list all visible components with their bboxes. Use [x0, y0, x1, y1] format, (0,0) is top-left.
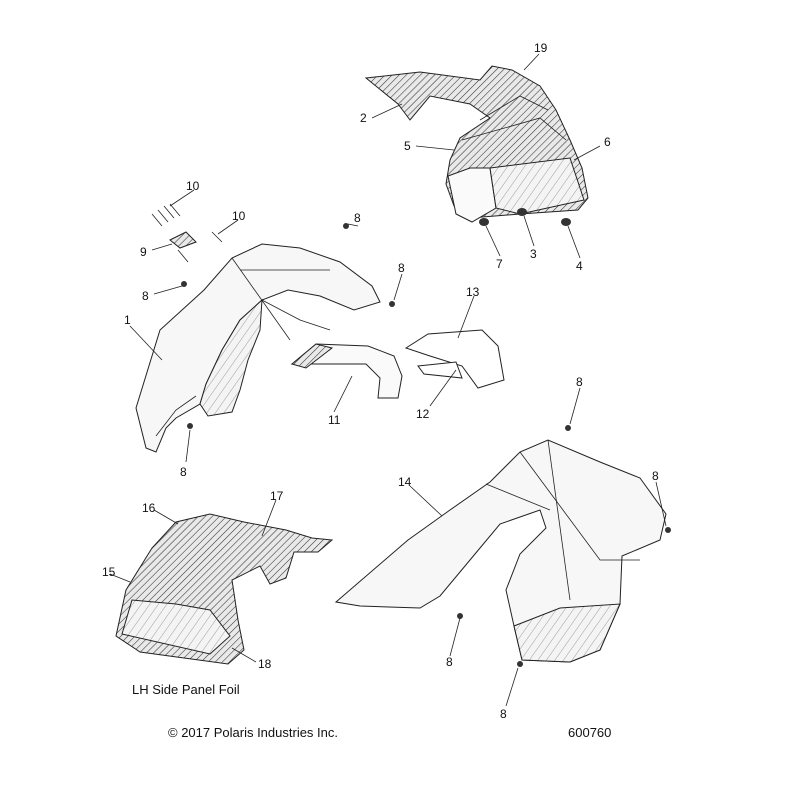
- air-duct-part-11: [290, 343, 403, 399]
- side-panel-part-14: [334, 439, 667, 663]
- callout-4: 4: [576, 259, 583, 273]
- callout-3: 3: [530, 247, 537, 261]
- callout-19: 19: [534, 41, 548, 55]
- callout-12: 12: [416, 407, 430, 421]
- callout-8-g: 8: [446, 655, 453, 669]
- figure-number: 600760: [568, 725, 612, 740]
- callout-10-right: 10: [232, 209, 246, 223]
- callout-7: 7: [496, 257, 503, 271]
- callout-8-a: 8: [354, 211, 361, 225]
- foil-parts-12-13: [404, 329, 505, 389]
- callout-9: 9: [140, 245, 147, 259]
- lh-side-panel-foil: [115, 513, 334, 665]
- callout-10-left: 10: [186, 179, 200, 193]
- rh-side-panel-assembly: [364, 65, 589, 226]
- callout-8-f: 8: [652, 469, 659, 483]
- panel-foil-caption: LH Side Panel Foil: [132, 682, 240, 697]
- callout-17: 17: [270, 489, 284, 503]
- callout-15: 15: [102, 565, 116, 579]
- callout-8-h: 8: [500, 707, 507, 721]
- fasteners: [181, 223, 671, 667]
- leader-lines: [109, 53, 667, 707]
- callout-8-e: 8: [576, 375, 583, 389]
- callout-11: 11: [328, 413, 341, 427]
- copyright-notice: © 2017 Polaris Industries Inc.: [168, 725, 338, 740]
- callout-8-b: 8: [398, 261, 405, 275]
- clip-and-rivets: [151, 203, 223, 263]
- front-fender-part-1: [135, 243, 381, 453]
- callout-8-c: 8: [142, 289, 149, 303]
- callout-5: 5: [404, 139, 411, 153]
- callout-2: 2: [360, 111, 367, 125]
- callout-13: 13: [466, 285, 480, 299]
- callout-8-d: 8: [180, 465, 187, 479]
- callout-1: 1: [124, 313, 131, 327]
- callout-16: 16: [142, 501, 156, 515]
- callout-6: 6: [604, 135, 611, 149]
- callout-labels: 19 2 5 6 3 7 4 10 10 9 8 8 8 1 8 11 13 1…: [102, 41, 659, 721]
- callout-14: 14: [398, 475, 412, 489]
- callout-18: 18: [258, 657, 272, 671]
